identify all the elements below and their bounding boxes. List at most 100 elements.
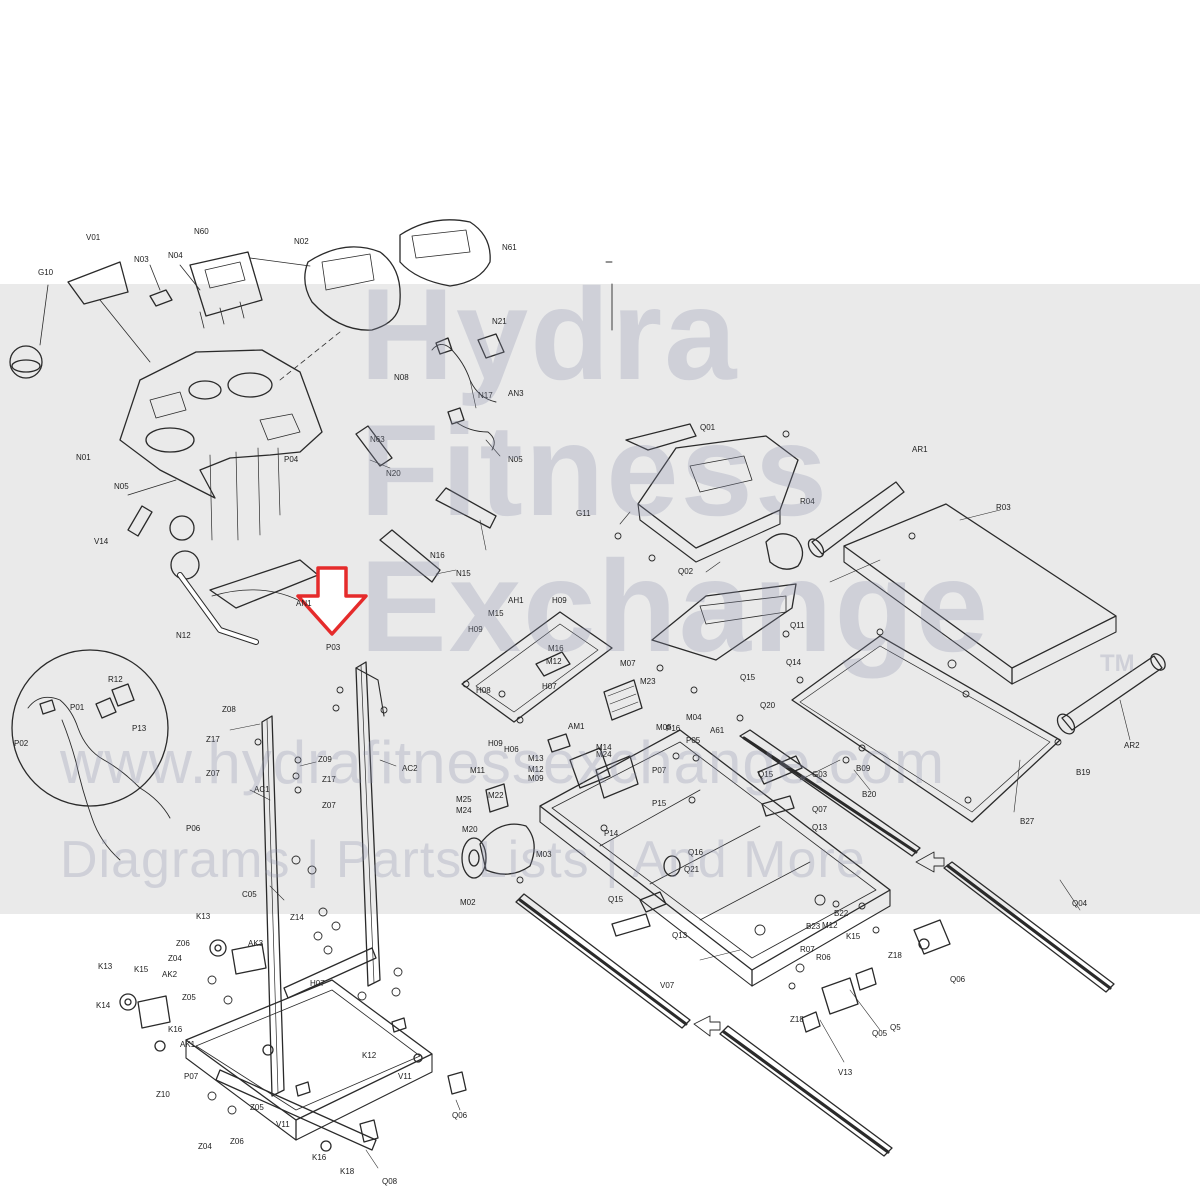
part-label-z18: Z18 [888,951,902,960]
part-label-k18: K18 [340,1167,355,1176]
part-label-r06: R06 [816,953,831,962]
part-label-n05: N05 [508,455,523,464]
part-q08-foot [359,1119,379,1143]
part-label-v13: V13 [838,1068,853,1077]
part-ah1-incline-frame [461,611,613,723]
part-q05-endcap [821,977,859,1015]
part-label-m15: M15 [488,609,504,618]
part-label-q08: Q08 [382,1177,398,1186]
part-label-ac2: AC2 [402,764,418,773]
part-label-m02: M02 [460,898,476,907]
leader-lines [229,379,1131,1169]
part-label-q01: Q01 [700,423,716,432]
part-label-m05: M05 [656,723,672,732]
part-label-p03: P03 [326,643,341,652]
part-label-q06: Q06 [950,975,966,984]
part-label-q13: Q13 [812,823,828,832]
part-label-z18: Z18 [790,1015,804,1024]
part-ar2-roller [1061,655,1163,731]
part-label-n04: N04 [168,251,183,260]
part-label-m14: M14 [596,743,612,752]
part-label-m12: M12 [546,657,562,666]
part-label-ar2: AR2 [1124,741,1140,750]
part-label-p07: P07 [184,1072,199,1081]
part-label-k15: K15 [846,932,861,941]
part-label-p01: P01 [70,703,85,712]
part-label-z07: Z07 [322,801,336,810]
part-r04-belt [765,533,804,570]
part-ar1-roller [811,481,905,555]
part-ak3-bracket [231,943,267,975]
part-label-q06: Q06 [452,1111,468,1120]
part-label-h06: H06 [504,745,519,754]
part-label-c05: C05 [242,890,257,899]
part-lower-rail [719,1025,893,1157]
part-label-z08: Z08 [222,705,236,714]
part-label-ac1: AC1 [254,785,270,794]
part-label-m12: M12 [822,921,838,930]
part-label-an3: AN3 [508,389,524,398]
part-label-ak1: AK1 [180,1040,196,1049]
part-label-p05: P05 [686,736,701,745]
part-label-n21: N21 [492,317,507,326]
part-label-h09: H09 [488,739,503,748]
part-base-frame [185,979,433,1121]
watermark-line-2: Fitness [360,397,830,543]
part-label-m20: M20 [462,825,478,834]
part-n63-grip [355,425,393,467]
part-label-k15: K15 [134,965,149,974]
deck-and-motor-assembly [461,261,1166,1157]
part-v01-overlay [67,261,129,305]
part-label-h09: H09 [468,625,483,634]
part-label-q15: Q15 [608,895,624,904]
part-label-v14: V14 [94,537,109,546]
part-n03 [149,289,173,307]
part-label-g10: G10 [38,268,54,277]
part-label-n16: N16 [430,551,445,560]
part-n60-board [189,251,263,317]
part-label-r03: R03 [996,503,1011,512]
part-label-n12: N12 [176,631,191,640]
part-label-n17: N17 [478,391,493,400]
part-label-m16: M16 [548,644,564,653]
part-label-z05: Z05 [250,1103,264,1112]
part-label-r12: R12 [108,675,123,684]
upright-frame-assembly [119,661,467,1152]
part-label-q21: Q21 [684,865,700,874]
part-label-g11: G11 [576,509,591,518]
part-m07-controller [603,679,643,721]
part-label-z05: Z05 [182,993,196,1002]
part-label-g03: G03 [812,770,828,779]
part-label-m22: M22 [488,791,504,800]
part-label-h08: H08 [476,686,491,695]
part-q01-motor-hood [637,435,799,549]
part-label-p13: P13 [132,724,147,733]
part-n01-console-shell [119,349,323,499]
part-label-n01: N01 [76,453,91,462]
part-n02-display-cover [304,246,401,331]
part-label-n61: N61 [502,243,517,252]
part-label-q14: Q14 [786,658,802,667]
part-label-z17: Z17 [322,775,336,784]
watermark-tagline: Diagrams | Parts Lists | And More [60,831,866,889]
part-label-z10: Z10 [156,1090,170,1099]
watermark-tm: TM [1100,650,1135,677]
part-label-z06: Z06 [176,939,190,948]
part-label-z07: Z07 [206,769,220,778]
part-label-q07: Q07 [812,805,828,814]
part-label-ak2: AK2 [162,970,178,979]
part-label-q13: Q13 [672,931,688,940]
part-q04-belt-rail [943,861,1115,993]
part-label-n15: N15 [456,569,471,578]
part-label-k12: K12 [362,1051,377,1060]
part-label-q05: Q05 [872,1029,888,1038]
part-q02-tray [651,583,797,661]
part-label-b09: B09 [856,764,871,773]
part-label-n60: N60 [194,227,209,236]
part-ac1-upright [261,715,285,1097]
part-m02-flywheel [461,837,487,879]
part-label-m12: M12 [528,765,544,774]
part-g03-side-rail [739,729,921,857]
part-label-n08: N08 [394,373,409,382]
